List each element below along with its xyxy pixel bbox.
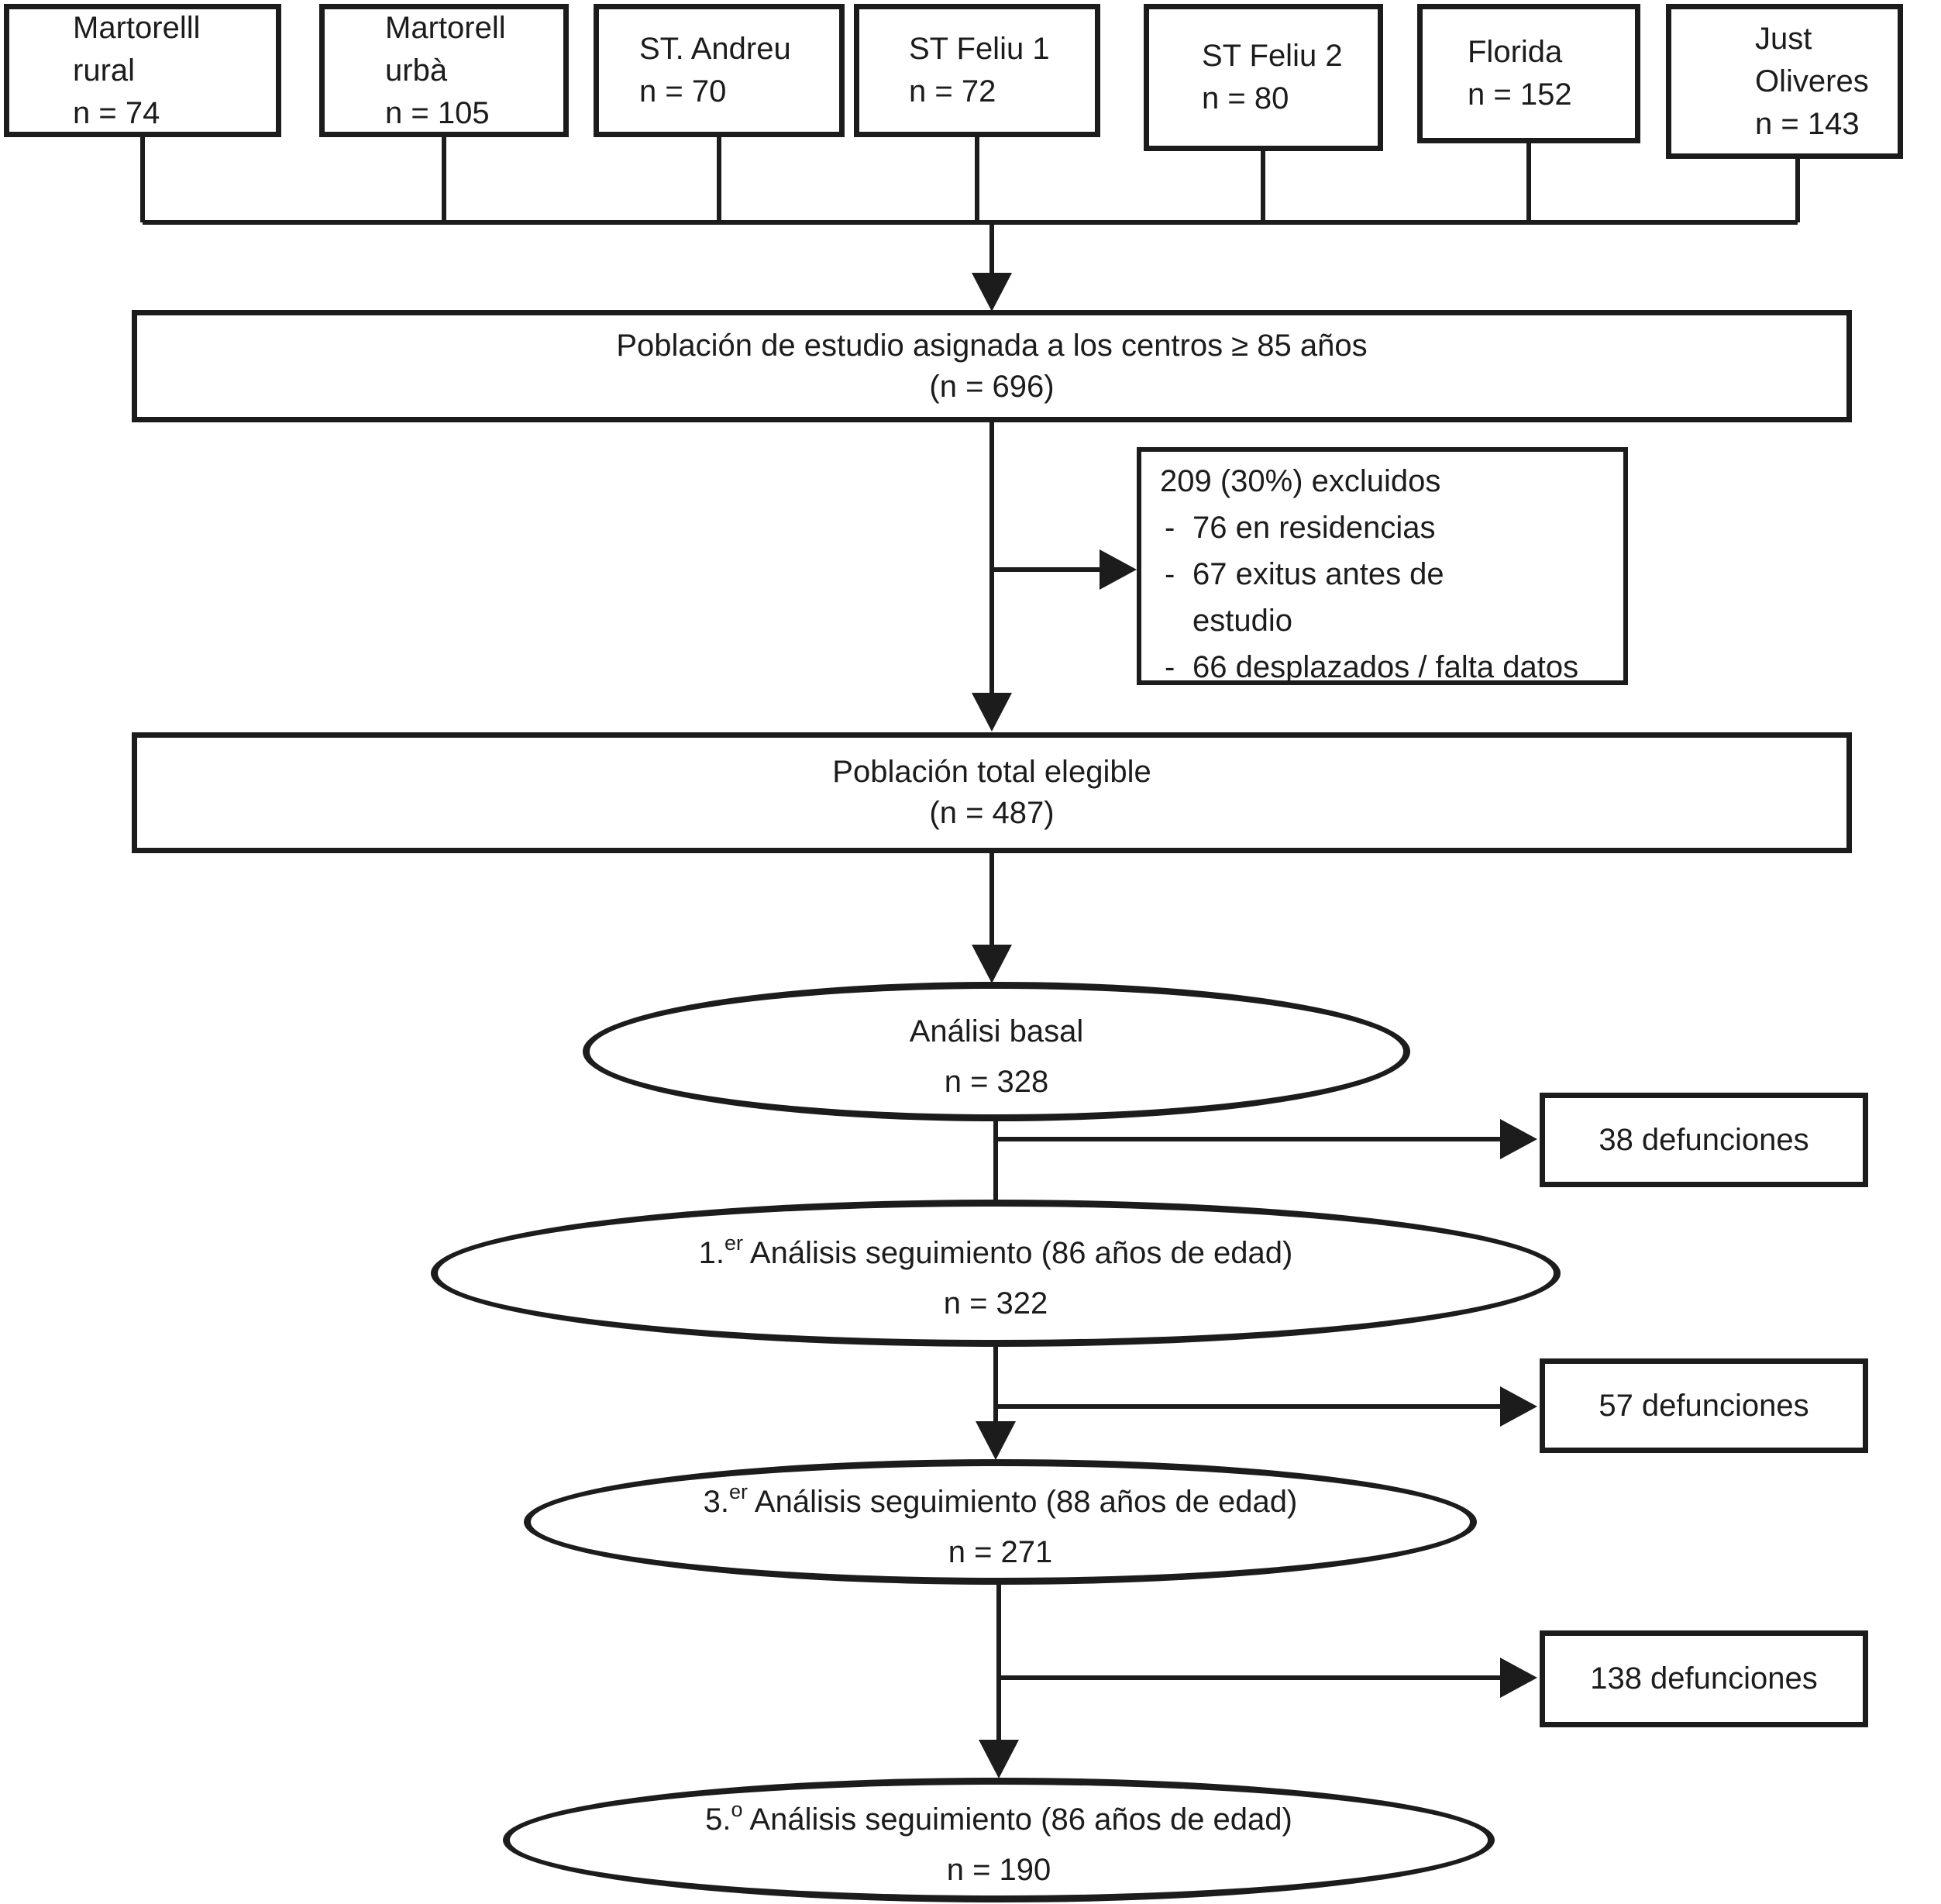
- excluded-item-dash: -: [1165, 650, 1175, 684]
- stage-title-text: Análisis seguimiento (88 años de edad): [748, 1484, 1298, 1519]
- center-box-st-andreu: ST. Andreu n = 70: [594, 4, 845, 137]
- center-n: n = 80: [1202, 81, 1289, 115]
- stage-title: 1.er Análisis seguimiento (86 años de ed…: [699, 1218, 1293, 1279]
- arrowhead-to-deaths-1: [1500, 1119, 1537, 1159]
- center-name: Martorelll: [73, 10, 201, 45]
- stage-n: n = 271: [948, 1534, 1053, 1569]
- deaths-label: 138 defunciones: [1590, 1661, 1818, 1696]
- center-name: ST Feliu 1: [909, 32, 1050, 66]
- excluded-item: - 67 exitus antes de estudio: [1160, 551, 1612, 644]
- arrowhead-to-followup3: [976, 1421, 1016, 1460]
- stage-title: 3.er Análisis seguimiento (88 años de ed…: [704, 1467, 1298, 1527]
- center-n: n = 70: [639, 74, 727, 108]
- population-box: Población de estudio asignada a los cent…: [132, 310, 1852, 422]
- arrowhead-to-basal: [972, 945, 1012, 983]
- stage-ordinal: 3.: [703, 1484, 729, 1519]
- deaths-box-1: 38 defunciones: [1540, 1093, 1868, 1187]
- center-box-st-feliu-2: ST Feliu 2 n = 80: [1144, 4, 1383, 151]
- center-name: Martorell: [385, 10, 506, 45]
- center-n: n = 74: [73, 95, 160, 130]
- center-name: urbà: [385, 53, 448, 88]
- arrowhead-to-excluded: [1100, 549, 1137, 590]
- eligible-n: (n = 487): [929, 796, 1055, 830]
- eligible-title: Población total elegible: [832, 755, 1151, 789]
- population-n: (n = 696): [929, 369, 1055, 404]
- center-box-martorell-rural: Martorelll rural n = 74: [4, 4, 281, 137]
- eligible-box: Población total elegible (n = 487): [132, 732, 1852, 853]
- arrowhead-to-eligible: [972, 693, 1012, 732]
- deaths-box-2: 57 defunciones: [1540, 1358, 1868, 1453]
- excluded-item-text: 76 en residencias: [1192, 511, 1436, 545]
- arrowhead-to-deaths-3: [1500, 1658, 1537, 1698]
- stage-ordinal-sup: er: [729, 1479, 749, 1503]
- center-box-martorell-urba: Martorell urbà n = 105: [319, 4, 569, 137]
- arrowhead-to-followup5: [979, 1740, 1019, 1778]
- deaths-label: 57 defunciones: [1599, 1388, 1809, 1423]
- stage-title-text: Análisis seguimiento (86 años de edad): [742, 1802, 1292, 1837]
- stage-n: n = 322: [943, 1286, 1048, 1320]
- stage-ordinal: 5.: [705, 1802, 731, 1837]
- stage-n: n = 190: [946, 1853, 1051, 1887]
- arrowhead-to-deaths-2: [1500, 1386, 1537, 1427]
- center-box-florida: Florida n = 152: [1417, 4, 1640, 143]
- stage-ordinal-sup: o: [731, 1798, 743, 1821]
- stage-n: n = 328: [944, 1064, 1049, 1099]
- center-box-just-oliveres: Just Oliveres n = 143: [1666, 4, 1903, 159]
- stage-title: Análisi basal: [910, 997, 1084, 1057]
- center-n: n = 143: [1755, 106, 1860, 141]
- center-name: rural: [73, 53, 136, 88]
- excluded-item-dash: -: [1165, 557, 1175, 591]
- excluded-item: - 66 desplazados / falta datos: [1160, 644, 1612, 690]
- stage-ellipse-followup-1: 1.er Análisis seguimiento (86 años de ed…: [431, 1200, 1561, 1347]
- center-n: n = 152: [1468, 77, 1572, 112]
- deaths-label: 38 defunciones: [1599, 1122, 1809, 1157]
- deaths-box-3: 138 defunciones: [1540, 1630, 1868, 1727]
- stage-ordinal: 1.: [698, 1235, 724, 1270]
- stage-title-text: Análisi basal: [909, 1014, 1084, 1048]
- center-name: ST Feliu 2: [1202, 39, 1343, 73]
- center-name: ST. Andreu: [639, 32, 791, 66]
- center-n: n = 105: [385, 95, 490, 130]
- excluded-item-text: 66 desplazados / falta datos: [1192, 650, 1579, 684]
- stage-ellipse-followup-3: 3.er Análisis seguimiento (88 años de ed…: [524, 1459, 1477, 1585]
- center-name: Just: [1755, 21, 1812, 56]
- stage-title-text: Análisis seguimiento (86 años de edad): [743, 1235, 1293, 1270]
- center-box-st-feliu-1: ST Feliu 1 n = 72: [854, 4, 1100, 137]
- stage-ordinal-sup: er: [724, 1231, 744, 1255]
- excluded-item-text: 67 exitus antes de estudio: [1192, 557, 1444, 638]
- arrowhead-to-population: [972, 273, 1012, 312]
- excluded-item-dash: -: [1165, 511, 1175, 545]
- center-n: n = 72: [909, 74, 996, 108]
- stage-title: 5.o Análisis seguimiento (86 años de eda…: [705, 1785, 1292, 1845]
- excluded-item: - 76 en residencias: [1160, 504, 1612, 551]
- center-name: Florida: [1468, 35, 1563, 69]
- excluded-title: 209 (30%) excluidos: [1160, 464, 1441, 498]
- center-name: Oliveres: [1755, 64, 1869, 98]
- stage-ellipse-followup-5: 5.o Análisis seguimiento (86 años de eda…: [503, 1778, 1495, 1902]
- excluded-box: 209 (30%) excluidos - 76 en residencias …: [1137, 447, 1628, 685]
- stage-ellipse-basal: Análisi basal n = 328: [583, 982, 1410, 1121]
- population-title: Población de estudio asignada a los cent…: [616, 328, 1368, 363]
